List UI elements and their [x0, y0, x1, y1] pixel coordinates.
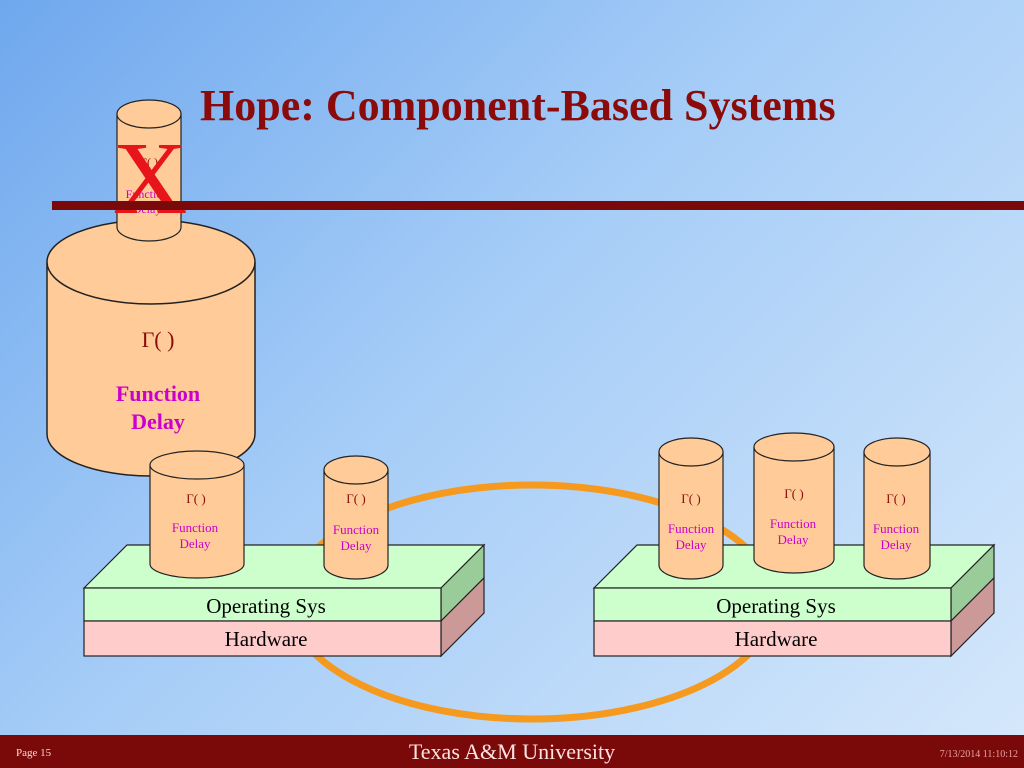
left-cylinder-1-delay: Delay [179, 536, 211, 551]
big-component-function: Function [116, 381, 200, 406]
cross-mark: X [112, 121, 187, 236]
big-component: Γ( ) Function Delay [46, 219, 256, 477]
left-os-label: Operating Sys [206, 594, 326, 618]
right-cylinder-3-function: Function [873, 521, 920, 536]
right-cylinder-1-function: Function [668, 521, 715, 536]
right-hw-layer [593, 620, 952, 657]
left-cylinder-2-delay: Delay [340, 538, 372, 553]
footer-date: 7/13/2014 11:10:12 [939, 749, 1018, 760]
right-cylinder-3-gamma: Γ( ) [886, 491, 905, 506]
right-hw-label: Hardware [735, 627, 818, 651]
big-component-gamma: Γ( ) [142, 327, 175, 352]
title-rule [52, 201, 1024, 210]
right-os-label: Operating Sys [716, 594, 836, 618]
right-cylinder-2-function: Function [770, 516, 817, 531]
left-cylinder-2-gamma: Γ( ) [346, 491, 365, 506]
right-cylinder-1: Γ( ) Function Delay [658, 437, 724, 580]
right-cylinder-2: Γ( ) Function Delay [753, 432, 835, 574]
left-cylinder-1-function: Function [172, 520, 219, 535]
page-number: Page 15 [16, 747, 52, 759]
crossed-component-gamma: Γ( ) [140, 155, 158, 169]
left-cylinder-1-gamma: Γ( ) [186, 491, 205, 506]
left-cylinder-2-function: Function [333, 522, 380, 537]
left-platform: Operating Sys Hardware [82, 543, 486, 658]
left-hw-label: Hardware [225, 627, 308, 651]
slide-title: Hope: Component-Based Systems [200, 81, 836, 130]
big-component-delay: Delay [131, 409, 185, 434]
right-cylinder-1-gamma: Γ( ) [681, 491, 700, 506]
right-cylinder-2-delay: Delay [777, 532, 809, 547]
footer-bar: Page 15 Texas A&M University 7/13/2014 1… [0, 735, 1024, 768]
right-cylinder-1-delay: Delay [675, 537, 707, 552]
left-cylinder-1: Γ( ) Function Delay [149, 450, 245, 579]
left-os-top [82, 544, 486, 589]
right-os-layer [593, 587, 952, 622]
crossed-component-function: Function [126, 187, 169, 201]
right-cylinder-3: Γ( ) Function Delay [863, 437, 931, 580]
right-cylinder-3-delay: Delay [880, 537, 912, 552]
crossed-component: Γ( ) Function Delay X [112, 99, 188, 242]
footer-university: Texas A&M University [408, 739, 616, 764]
left-hw-layer [83, 620, 442, 657]
left-cylinder-2: Γ( ) Function Delay [323, 455, 389, 580]
right-cylinder-2-gamma: Γ( ) [784, 486, 803, 501]
